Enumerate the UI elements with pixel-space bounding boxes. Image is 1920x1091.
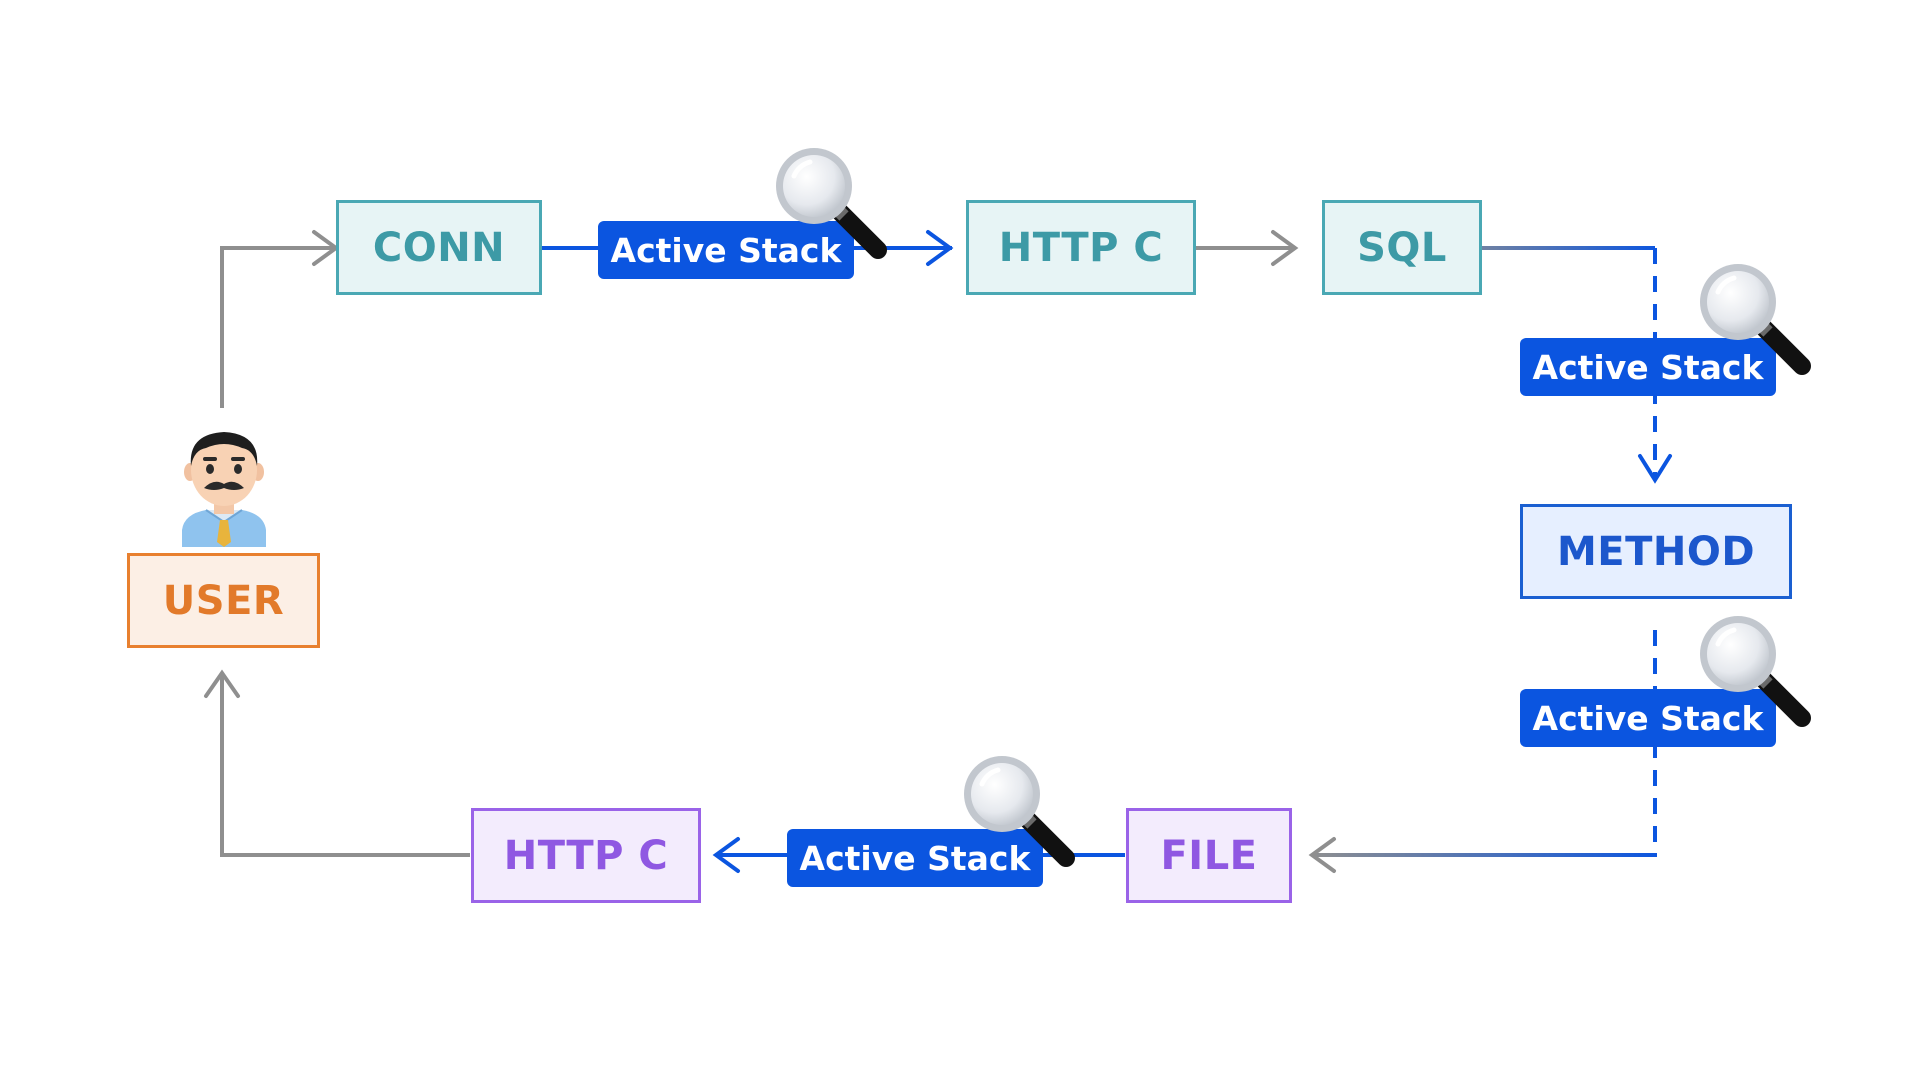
active-stack-badge-bottom-label: Active Stack [799,838,1031,878]
magnifying-glass-icon [964,756,1075,867]
node-conn-label: CONN [372,224,506,271]
active-stack-badge-right-lower-label: Active Stack [1532,698,1764,738]
node-user: USER [127,553,320,648]
node-http-bottom: HTTP C [471,808,701,903]
active-stack-badge-right-upper-label: Active Stack [1532,347,1764,387]
node-method: METHOD [1520,504,1792,599]
active-stack-badge-top: Active Stack [598,221,854,279]
node-sql-label: SQL [1357,224,1447,271]
node-method-label: METHOD [1556,528,1756,575]
arrowhead-http-top [926,230,954,266]
node-user-label: USER [162,577,285,624]
magnifying-glass-icon [1700,616,1811,727]
man-office-worker-icon [182,432,266,547]
node-conn: CONN [336,200,542,295]
arrowhead-file [1308,837,1336,873]
active-stack-badge-right-upper: Active Stack [1520,338,1776,396]
magnifying-glass-icon [1700,264,1811,375]
connector-user-to-conn [220,246,335,408]
arrowhead-method [1638,454,1672,484]
arrowhead-sql [1271,230,1299,266]
arrowhead-user [204,669,240,698]
node-http-top: HTTP C [966,200,1196,295]
arrowhead-http-bottom [712,837,740,873]
node-sql: SQL [1322,200,1482,295]
node-file-label: FILE [1160,832,1258,879]
magnifying-glass-icon [776,148,887,259]
active-stack-badge-bottom: Active Stack [787,829,1043,887]
node-http-top-label: HTTP C [998,224,1164,271]
active-stack-badge-top-label: Active Stack [610,230,842,270]
active-stack-badge-right-lower: Active Stack [1520,689,1776,747]
node-file: FILE [1126,808,1292,903]
node-http-bottom-label: HTTP C [503,832,669,879]
connector-http-to-user [220,674,470,857]
